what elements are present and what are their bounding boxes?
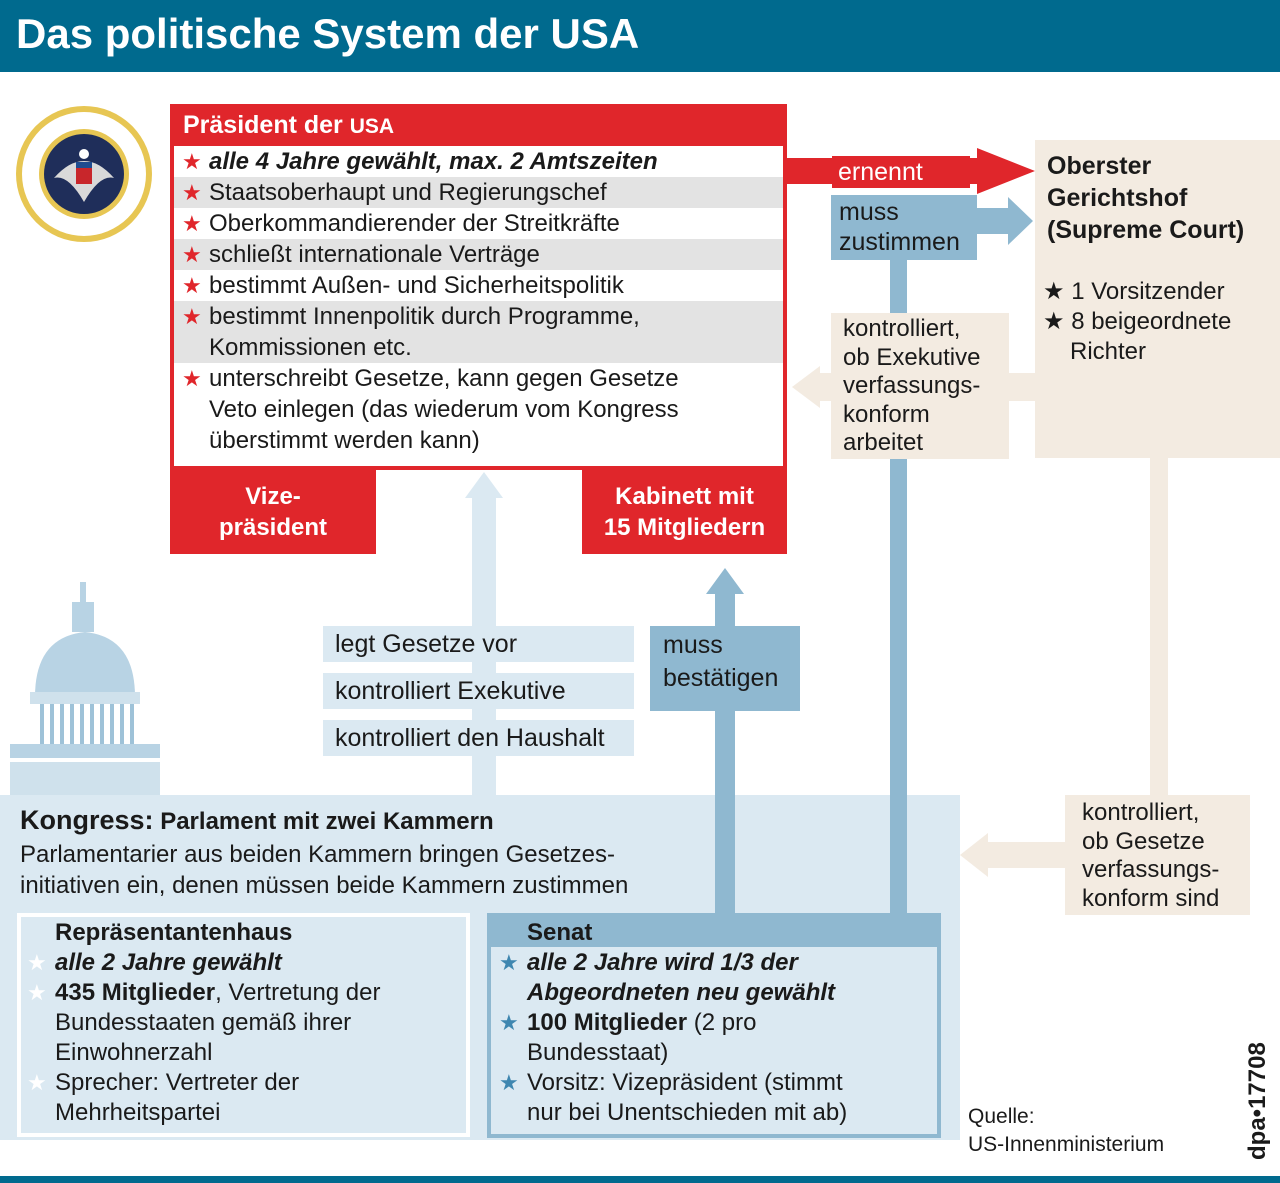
president-item: ★schließt internationale Verträge <box>174 239 783 270</box>
capitol-icon <box>10 582 160 797</box>
senate-inner <box>491 947 937 1134</box>
senate-title: Senat <box>527 919 593 946</box>
supreme-court-item: Richter <box>1070 338 1147 365</box>
court-check-exec-head <box>792 366 820 408</box>
checks-executive-label: kontrolliert Exekutive <box>323 673 634 709</box>
checks-budget-label: kontrolliert den Haushalt <box>323 720 634 756</box>
vice-president-box: Vize-präsident <box>170 470 376 554</box>
senate-approval-line-top <box>890 459 907 479</box>
senate-line-b <box>890 795 907 915</box>
credit-text: dpa•17708 <box>1244 1042 1271 1160</box>
presidential-seal-icon <box>16 106 152 242</box>
source-text: Quelle:US-Innenministerium <box>968 1105 1165 1156</box>
footer-bar <box>0 1176 1280 1183</box>
congress-title: Kongress: Parlament mit zwei Kammern <box>20 805 494 835</box>
house-inner <box>21 917 466 1133</box>
proposes-laws-label: legt Gesetze vor <box>323 626 634 662</box>
page-title: Das politische System der USA <box>16 10 640 57</box>
president-item: ★Staatsoberhaupt und Regierungschef <box>174 177 783 208</box>
house-item: ★alle 2 Jahre gewählt <box>27 949 282 976</box>
appoints-arrow-head <box>977 148 1035 194</box>
court-check-laws-shaft <box>985 842 1065 868</box>
supreme-court-item: ★ 8 beigeordnete <box>1043 308 1232 335</box>
appoints-label: ernennt <box>832 156 970 188</box>
court-check-laws-head <box>960 833 988 877</box>
header-bar <box>0 0 1280 72</box>
president-item: ★bestimmt Außen- und Sicherheitspolitik <box>182 272 624 299</box>
president-box <box>170 104 787 470</box>
president-header <box>170 104 787 146</box>
president-title: Präsident der USA <box>183 111 395 139</box>
president-item: ★bestimmt Innenpolitik durch Programme,K… <box>174 301 783 363</box>
approve-arrow-head <box>1008 197 1033 245</box>
court-check-laws-line <box>1150 458 1168 798</box>
supreme-court-item: ★ 1 Vorsitzender <box>1043 278 1225 305</box>
president-item: ★Oberkommandierender der Streitkräfte <box>182 210 620 237</box>
president-item: ★alle 4 Jahre gewählt, max. 2 Amtszeiten <box>182 148 658 175</box>
congress-to-president-head <box>465 472 503 498</box>
house-title: Repräsentantenhaus <box>55 919 293 946</box>
president-item: ★unterschreibt Gesetze, kann gegen Geset… <box>182 365 679 454</box>
senate-line-a <box>715 795 735 915</box>
congress-description: Parlamentarier aus beiden Kammern bringe… <box>20 841 629 899</box>
supreme-court-box <box>1035 140 1280 458</box>
senate-confirms-head <box>706 568 744 594</box>
